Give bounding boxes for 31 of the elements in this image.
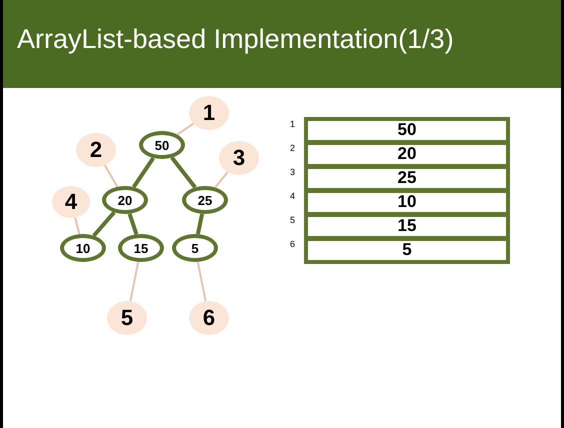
index-number: 6 [290,239,296,249]
tree-node: 5 [172,234,218,262]
callout-bubble: 1 [189,96,229,130]
tree-edge [128,213,138,235]
leader-line [74,217,80,234]
tree-node: 50 [139,131,185,159]
index-number: 2 [290,143,296,153]
leader-line [196,262,207,302]
array-cell: 50 [304,116,510,144]
leader-line [104,164,118,188]
slide-title: ArrayList-based Implementation(1/3) [17,24,454,55]
leader-line [129,262,140,302]
tree-edge [132,156,155,188]
leader-line [214,171,228,188]
tree-node: 20 [102,186,148,214]
callout-bubble: 2 [76,133,116,167]
callout-bubble: 6 [189,301,229,335]
tree-node: 15 [118,234,164,262]
tree-edge [170,156,197,189]
tree-edge [92,211,116,237]
index-number: 3 [290,167,296,177]
index-number: 4 [290,191,296,201]
index-number: 5 [290,215,296,225]
callout-bubble: 5 [107,301,147,335]
tree-edge [196,213,204,235]
leader-line [176,122,194,136]
index-number: 1 [290,119,296,129]
tree-node: 10 [60,234,106,262]
callout-bubble: 4 [52,186,90,218]
tree-node: 25 [182,186,228,214]
callout-bubble: 3 [219,141,259,175]
